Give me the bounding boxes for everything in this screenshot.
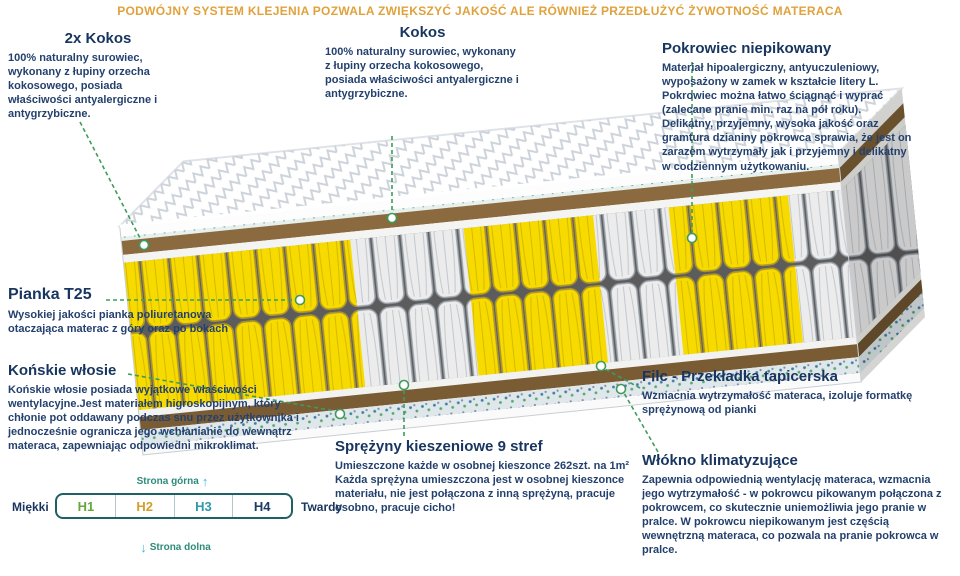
callout-connector-lines	[79, 62, 693, 453]
callout-sprezyny-body: Umieszczone każde w osobnej kieszonce 26…	[335, 460, 630, 472]
callout-sprezyny-body2: Każda sprężyna umieszczona jest w osobne…	[335, 474, 625, 515]
callout-kokos-title: Kokos	[399, 24, 446, 41]
callout-pokrowiec-body: Materiał hipoalergiczny, antyuczuleniowy…	[662, 62, 912, 173]
hardness-h1: H1	[77, 498, 95, 514]
bottom-foam-edge	[142, 372, 862, 455]
mattress-side-face	[838, 88, 926, 382]
headline: PODWÓJNY SYSTEM KLEJENIA POZWALA ZWIĘKSZ…	[117, 4, 843, 18]
hardness-scale: H1 H2 H3 H4	[55, 493, 293, 519]
bottom-side-row: ↓ Strona dolna	[55, 540, 293, 555]
callout-konskie: Końskie włosie Końskie włosie posiada wy…	[8, 362, 320, 453]
connector-konskie	[127, 373, 336, 412]
callout-pianka-body: Wysokiej jakości pianka poliuretanowa ot…	[8, 309, 229, 336]
pocket-springs-yellow-mid	[463, 215, 608, 376]
callout-2x-kokos: 2x Kokos 100% naturalny surowiec, wykona…	[8, 30, 188, 121]
up-arrow-icon: ↑	[201, 474, 209, 489]
mattress-front-face	[119, 151, 862, 456]
callout-2x-kokos-title: 2x Kokos	[64, 30, 132, 47]
callout-filc: Filc - Przekładka tapicerska Wzmacnia wy…	[642, 368, 942, 417]
soft-label: Miękki	[12, 500, 49, 514]
callout-filc-title: Filc - Przekładka tapicerska	[642, 368, 838, 385]
top-side-row: Strona górna ↑	[55, 474, 293, 489]
hardness-h2: H2	[114, 495, 174, 517]
callout-wlokno-title: Włókno klimatyzujące	[642, 452, 798, 469]
callout-wlokno-body: Zapewnia odpowiednią wentylację materaca…	[642, 474, 942, 557]
climate-fiber-thin-layer	[120, 164, 840, 242]
down-arrow-icon: ↓	[140, 540, 147, 555]
top-foam-edge	[119, 153, 840, 238]
callout-pokrowiec-title: Pokrowiec niepikowany	[662, 40, 832, 57]
callout-sprezyny: Sprężyny kieszeniowe 9 stref Umieszczone…	[335, 438, 630, 515]
bottom-side-label: Strona dolna	[149, 542, 211, 553]
callout-konskie-title: Końskie włosie	[8, 362, 117, 379]
kokos-bottom-layer	[139, 344, 859, 431]
connector-wlokno	[623, 392, 659, 453]
connector-2x-kokos	[79, 121, 142, 241]
quilt-zigzag-pattern	[119, 88, 902, 227]
callout-kokos: Kokos 100% naturalny surowiec, wykonany …	[325, 24, 520, 101]
hard-label: Twardy	[301, 500, 343, 514]
callout-2x-kokos-body: 100% naturalny surowiec, wykonany z łupi…	[8, 52, 158, 121]
hardness-h4: H4	[232, 495, 291, 517]
callout-pianka: Pianka T25 Wysokiej jakości pianka poliu…	[8, 286, 246, 336]
callout-kokos-body: 100% naturalny surowiec, wykonany z łupi…	[325, 46, 519, 101]
foam-layer	[122, 181, 842, 263]
callout-sprezyny-title: Sprężyny kieszeniowe 9 stref	[335, 438, 543, 455]
kokos-top-layer	[121, 168, 841, 255]
callout-wlokno: Włókno klimatyzujące Zapewnia odpowiedni…	[642, 452, 950, 557]
pocket-springs-yellow-right	[668, 195, 803, 355]
hardness-h3: H3	[173, 495, 233, 517]
top-side-label: Strona górna	[136, 476, 199, 487]
callout-pokrowiec: Pokrowiec niepikowany Materiał hipoalerg…	[662, 40, 950, 174]
climate-fiber-layer	[140, 357, 861, 446]
callout-pianka-title: Pianka T25	[8, 286, 92, 303]
felt-layer	[138, 337, 858, 418]
callout-filc-body: Wzmacnia wytrzymałość materaca, izoluje …	[642, 390, 913, 417]
callout-connector-dots	[138, 212, 698, 420]
pocket-springs-yellow-left	[123, 239, 366, 411]
callout-konskie-body: Końskie włosie posiada wyjątkowe właściw…	[8, 384, 299, 453]
